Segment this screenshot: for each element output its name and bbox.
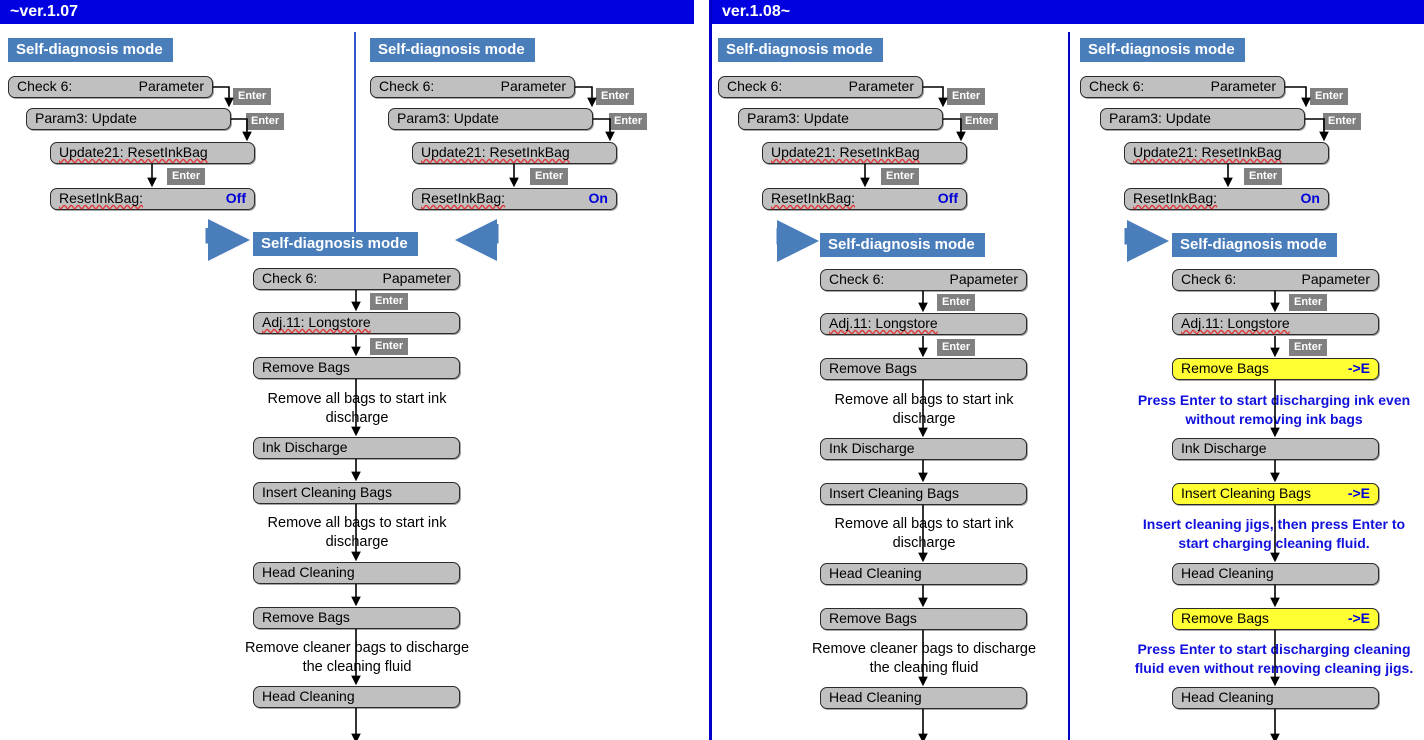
caption-1-lower-right: Press Enter to start discharging ink eve…: [1137, 392, 1411, 427]
curved-arrow-down-right-right-panel: [1124, 220, 1169, 262]
mode-title-lower-right: Self-diagnosis mode: [1172, 233, 1337, 257]
step-head-cleaning-1-lower-mid[interactable]: Head Cleaning: [820, 563, 1027, 585]
enter-chip-lower-mid-2: Enter: [937, 339, 976, 356]
lcd-param3-col3[interactable]: Param3: Update: [738, 108, 943, 130]
step-head-cleaning-2-lower-right[interactable]: Head Cleaning: [1172, 687, 1379, 709]
enter-chip-col2-2: Enter: [609, 113, 648, 130]
mode-title-lower-left: Self-diagnosis mode: [253, 232, 418, 256]
mode-title-lower-mid: Self-diagnosis mode: [820, 233, 985, 257]
caption-3-lower-mid: Remove cleaner bags to discharge the cle…: [811, 641, 1037, 676]
caption-2-lower-right: Insert cleaning jigs, then press Enter t…: [1142, 516, 1406, 551]
enter-chip-col2-3: Enter: [530, 168, 569, 185]
enter-chip-col4-3: Enter: [1244, 168, 1283, 185]
enter-chip-col4-1: Enter: [1310, 88, 1349, 105]
divider-col1-col2: [354, 32, 356, 232]
step-head-cleaning-1-lower-right[interactable]: Head Cleaning: [1172, 563, 1379, 585]
version-bar-left: ~ver.1.07: [0, 0, 694, 24]
lcd-update21-col2[interactable]: Update21: ResetInkBag: [412, 142, 617, 164]
enter-chip-col3-1: Enter: [947, 88, 986, 105]
caption-2-lower-left: Remove all bags to start ink discharge: [267, 515, 447, 550]
mode-title-col1: Self-diagnosis mode: [8, 38, 173, 62]
curved-arrow-down-right-mid-panel: [776, 220, 819, 262]
divider-col3-col4: [1068, 32, 1070, 740]
step-remove-bags-1-lower-mid[interactable]: Remove Bags: [820, 358, 1027, 380]
step-check6-lower-right[interactable]: Check 6: Papameter: [1172, 269, 1379, 291]
enter-chip-col3-3: Enter: [881, 168, 920, 185]
version-bar-right: ver.1.08~: [712, 0, 1424, 24]
step-check6-lower-mid[interactable]: Check 6: Papameter: [820, 269, 1027, 291]
curved-arrow-down-left-left-panel: [455, 219, 499, 261]
enter-chip-col3-2: Enter: [960, 113, 999, 130]
lcd-resetinkbag-col1[interactable]: ResetInkBag: Off: [50, 188, 255, 210]
divider-main-vertical: [709, 0, 712, 740]
enter-chip-lower-mid-1: Enter: [937, 294, 976, 311]
step-insert-cleaning-bags-lower-mid[interactable]: Insert Cleaning Bags: [820, 483, 1027, 505]
enter-chip-col1-3: Enter: [167, 168, 206, 185]
lcd-update21-col3[interactable]: Update21: ResetInkBag: [762, 142, 967, 164]
lcd-resetinkbag-col2[interactable]: ResetInkBag: On: [412, 188, 617, 210]
lcd-update21-col4[interactable]: Update21: ResetInkBag: [1124, 142, 1329, 164]
enter-chip-lower-left-1: Enter: [370, 293, 409, 310]
step-head-cleaning-1-lower-left[interactable]: Head Cleaning: [253, 562, 460, 584]
caption-1-lower-left: Remove all bags to start ink discharge: [267, 391, 447, 426]
step-adj11-lower-mid[interactable]: Adj.11: Longstore: [820, 313, 1027, 335]
lcd-check6-col3[interactable]: Check 6: Parameter: [718, 76, 923, 98]
enter-chip-col1-1: Enter: [233, 88, 272, 105]
caption-2-lower-mid: Remove all bags to start ink discharge: [834, 516, 1014, 551]
step-adj11-lower-left[interactable]: Adj.11: Longstore: [253, 312, 460, 334]
caption-3-lower-right: Press Enter to start discharging cleanin…: [1134, 641, 1414, 676]
caption-3-lower-left: Remove cleaner bags to discharge the cle…: [244, 640, 470, 675]
lcd-param3-col1[interactable]: Param3: Update: [26, 108, 231, 130]
step-ink-discharge-lower-left[interactable]: Ink Discharge: [253, 437, 460, 459]
enter-chip-col2-1: Enter: [596, 88, 635, 105]
enter-chip-lower-right-2: Enter: [1289, 339, 1328, 356]
step-remove-bags-2-lower-left[interactable]: Remove Bags: [253, 607, 460, 629]
enter-chip-col1-2: Enter: [246, 113, 285, 130]
step-adj11-lower-right[interactable]: Adj.11: Longstore: [1172, 313, 1379, 335]
step-head-cleaning-2-lower-mid[interactable]: Head Cleaning: [820, 687, 1027, 709]
lcd-resetinkbag-col3[interactable]: ResetInkBag: Off: [762, 188, 967, 210]
step-insert-cleaning-bags-lower-right[interactable]: Insert Cleaning Bags ->E: [1172, 483, 1379, 505]
step-ink-discharge-lower-right[interactable]: Ink Discharge: [1172, 438, 1379, 460]
lcd-check6-col4[interactable]: Check 6: Parameter: [1080, 76, 1285, 98]
step-head-cleaning-2-lower-left[interactable]: Head Cleaning: [253, 686, 460, 708]
lcd-param3-col2[interactable]: Param3: Update: [388, 108, 593, 130]
step-remove-bags-1-lower-right[interactable]: Remove Bags ->E: [1172, 358, 1379, 380]
lcd-check6-col2[interactable]: Check 6: Parameter: [370, 76, 575, 98]
lcd-update21-col1[interactable]: Update21: ResetInkBag: [50, 142, 255, 164]
enter-chip-col4-2: Enter: [1323, 113, 1362, 130]
mode-title-col3: Self-diagnosis mode: [718, 38, 883, 62]
enter-chip-lower-right-1: Enter: [1289, 294, 1328, 311]
mode-title-col2: Self-diagnosis mode: [370, 38, 535, 62]
step-remove-bags-1-lower-left[interactable]: Remove Bags: [253, 357, 460, 379]
enter-chip-lower-left-2: Enter: [370, 338, 409, 355]
caption-1-lower-mid: Remove all bags to start ink discharge: [834, 392, 1014, 427]
lcd-param3-col4[interactable]: Param3: Update: [1100, 108, 1305, 130]
step-check6-lower-left[interactable]: Check 6: Papameter: [253, 268, 460, 290]
step-remove-bags-2-lower-right[interactable]: Remove Bags ->E: [1172, 608, 1379, 630]
step-remove-bags-2-lower-mid[interactable]: Remove Bags: [820, 608, 1027, 630]
step-ink-discharge-lower-mid[interactable]: Ink Discharge: [820, 438, 1027, 460]
lcd-resetinkbag-col4[interactable]: ResetInkBag: On: [1124, 188, 1329, 210]
lcd-check6-col1[interactable]: Check 6: Parameter: [8, 76, 213, 98]
step-insert-cleaning-bags-lower-left[interactable]: Insert Cleaning Bags: [253, 482, 460, 504]
mode-title-col4: Self-diagnosis mode: [1080, 38, 1245, 62]
curved-arrow-down-right-left-panel: [205, 219, 250, 261]
